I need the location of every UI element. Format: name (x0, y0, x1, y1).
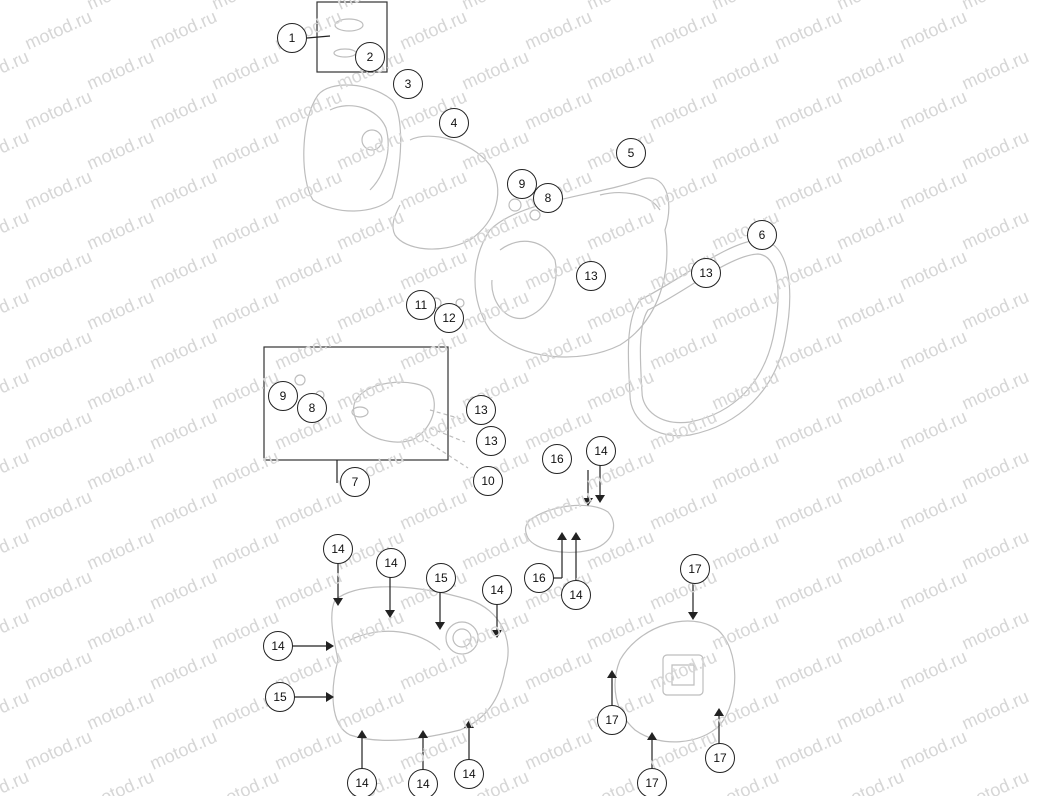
callout-13[interactable]: 13 (576, 261, 606, 291)
callout-16[interactable]: 16 (524, 563, 554, 593)
callout-9[interactable]: 9 (268, 381, 298, 411)
callout-3[interactable]: 3 (393, 69, 423, 99)
ignition-outer-cover (614, 620, 736, 743)
callout-9[interactable]: 9 (507, 169, 537, 199)
callout-17[interactable]: 17 (680, 554, 710, 584)
callout-15[interactable]: 15 (426, 563, 456, 593)
callout-13[interactable]: 13 (466, 395, 496, 425)
callout-14[interactable]: 14 (323, 534, 353, 564)
callout-13[interactable]: 13 (691, 258, 721, 288)
callout-8[interactable]: 8 (533, 183, 563, 213)
plug-part (334, 18, 364, 32)
callout-6[interactable]: 6 (747, 220, 777, 250)
callout-14[interactable]: 14 (408, 769, 438, 796)
callout-14[interactable]: 14 (347, 768, 377, 796)
callout-2[interactable]: 2 (355, 42, 385, 72)
callout-10[interactable]: 10 (473, 466, 503, 496)
gasket-cord (392, 135, 499, 250)
callout-5[interactable]: 5 (616, 138, 646, 168)
clutch-outer-cover (331, 586, 509, 742)
callout-17[interactable]: 17 (597, 705, 627, 735)
callout-7[interactable]: 7 (340, 467, 370, 497)
callout-14[interactable]: 14 (561, 580, 591, 610)
clutch-cover-gasket (627, 239, 791, 437)
water-pump-cover (524, 504, 614, 553)
callout-14[interactable]: 14 (376, 548, 406, 578)
ignition-cover-outline (303, 84, 402, 212)
callout-4[interactable]: 4 (439, 108, 469, 138)
callout-14[interactable]: 14 (263, 631, 293, 661)
callout-8[interactable]: 8 (297, 393, 327, 423)
callout-17[interactable]: 17 (637, 768, 667, 796)
callout-14[interactable]: 14 (482, 575, 512, 605)
callout-15[interactable]: 15 (265, 682, 295, 712)
callout-13[interactable]: 13 (476, 426, 506, 456)
callout-1[interactable]: 1 (277, 23, 307, 53)
callout-11[interactable]: 11 (406, 290, 436, 320)
clutch-cover-outline (474, 177, 670, 358)
kit-box-7 (263, 346, 449, 461)
callout-17[interactable]: 17 (705, 743, 735, 773)
callout-14[interactable]: 14 (586, 436, 616, 466)
o-ring-part (333, 48, 357, 58)
callout-14[interactable]: 14 (454, 759, 484, 789)
callout-16[interactable]: 16 (542, 444, 572, 474)
callout-12[interactable]: 12 (434, 303, 464, 333)
